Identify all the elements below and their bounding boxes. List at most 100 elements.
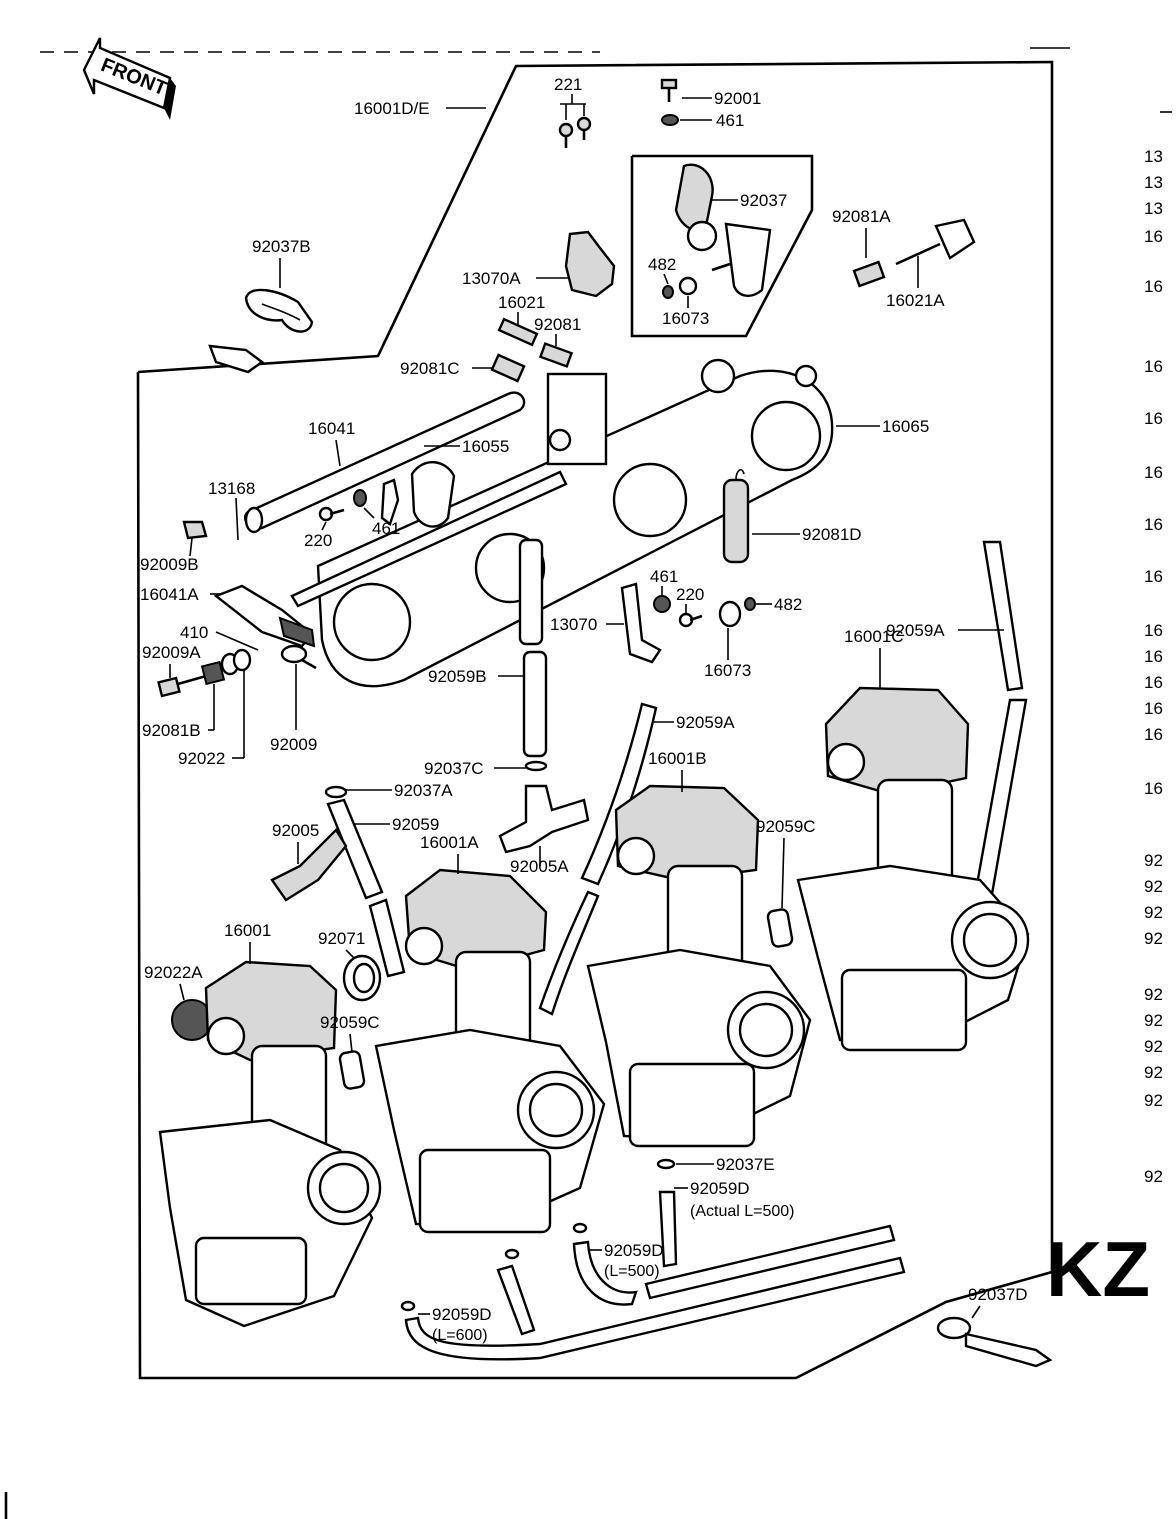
label-92037D: 92037D: [968, 1285, 1028, 1304]
label-92009: 92009: [270, 735, 317, 754]
spring-92081D-icon: [722, 468, 750, 564]
part-labels: 16001D/E 221 92001 461 92037 482 16073 9…: [140, 75, 1028, 1344]
mounting-plate-16065-icon: [316, 358, 834, 688]
fitting-92005-icon: [270, 785, 406, 978]
edge-number: 16: [1144, 673, 1163, 692]
edge-number: 92: [1144, 1167, 1163, 1186]
adjust-screw-92009A-icon: [157, 648, 252, 698]
hose-92059A-right-icon: [974, 540, 1028, 896]
edge-number: 16: [1144, 699, 1163, 718]
edge-number: 92: [1144, 851, 1163, 870]
edge-number: 16: [1144, 277, 1163, 296]
throttle-stop-screw-icon: [490, 317, 574, 383]
label-16073-top: 16073: [662, 309, 709, 328]
label-16001A: 16001A: [420, 833, 479, 852]
assembly-outline: [136, 60, 1054, 1380]
screw-92009-icon: [280, 644, 317, 670]
edge-number: 13: [1144, 199, 1163, 218]
model-name: KZ: [1046, 1225, 1150, 1313]
label-92081C: 92081C: [400, 359, 460, 378]
label-221: 221: [554, 75, 582, 94]
label-16041: 16041: [308, 419, 355, 438]
edge-number: 92: [1144, 985, 1163, 1004]
label-92059A-right: 92059A: [886, 621, 945, 640]
label-16041A: 16041A: [140, 585, 199, 604]
grommet-92071-icon: [342, 954, 382, 1002]
drain-hoses-92059D-icon: [400, 1158, 906, 1361]
front-arrow-icon: FRONT: [82, 37, 176, 120]
label-92059D-a-note: (Actual L=500): [690, 1203, 795, 1220]
label-220-mid: 220: [304, 531, 332, 550]
label-16021: 16021: [498, 293, 545, 312]
edge-number: 92: [1144, 877, 1163, 896]
label-16001C: 16001C: [844, 627, 904, 646]
label-461-top: 461: [716, 111, 744, 130]
edge-number: 16: [1144, 357, 1163, 376]
label-92037C: 92037C: [424, 759, 484, 778]
label-92071: 92071: [318, 929, 365, 948]
choke-lever-icon: [662, 163, 772, 299]
label-461-mid: 461: [372, 519, 400, 538]
edge-number-column: 13 13 13 16 16 16 16 16 16 16 16 16 16 1…: [1144, 147, 1163, 1186]
label-92059B: 92059B: [428, 667, 487, 686]
edge-number: 16: [1144, 567, 1163, 586]
edge-number: 92: [1144, 1091, 1163, 1110]
edge-number: 92: [1144, 1037, 1163, 1056]
edge-number: 16: [1144, 463, 1163, 482]
edge-number: 16: [1144, 621, 1163, 640]
label-92037E: 92037E: [716, 1155, 775, 1174]
label-220-low: 220: [676, 585, 704, 604]
label-92009A: 92009A: [142, 643, 201, 662]
edge-number: 92: [1144, 929, 1163, 948]
edge-number: 13: [1144, 173, 1163, 192]
label-92005: 92005: [272, 821, 319, 840]
label-13070: 13070: [550, 615, 597, 634]
edge-number: 16: [1144, 515, 1163, 534]
label-410: 410: [180, 623, 208, 642]
label-482-top: 482: [648, 255, 676, 274]
label-16001B: 16001B: [648, 749, 707, 768]
label-92037A: 92037A: [394, 781, 453, 800]
label-92059D-b-note: (L=500): [604, 1263, 660, 1280]
label-92081A: 92081A: [832, 207, 891, 226]
hose-92059A-mid-icon: [538, 702, 658, 1016]
label-92001: 92001: [714, 89, 761, 108]
label-92059D-c: 92059D: [432, 1305, 492, 1324]
bolt-92001-icon: [660, 78, 679, 126]
tube-92059B-icon: [518, 538, 548, 758]
label-92005A: 92005A: [510, 857, 569, 876]
label-92022A: 92022A: [144, 963, 203, 982]
tube-92059C-icon: [338, 908, 794, 1090]
label-16073-low: 16073: [704, 661, 751, 680]
label-461-low: 461: [650, 567, 678, 586]
label-13070A: 13070A: [462, 269, 521, 288]
label-92037B: 92037B: [252, 237, 311, 256]
edge-number: 16: [1144, 409, 1163, 428]
label-92059D-a: 92059D: [690, 1179, 750, 1198]
label-92059A-mid: 92059A: [676, 713, 735, 732]
idle-screw-16021A-icon: [852, 218, 976, 288]
lever-13168-icon: [182, 344, 265, 540]
label-92022: 92022: [178, 749, 225, 768]
label-92059: 92059: [392, 815, 439, 834]
scan-marks: [4, 47, 1172, 1519]
edge-number: 16: [1144, 227, 1163, 246]
label-92059D-b: 92059D: [604, 1241, 664, 1260]
inset-box: [630, 154, 814, 338]
label-92081B: 92081B: [142, 721, 201, 740]
label-92081D: 92081D: [802, 525, 862, 544]
label-92059C-left: 92059C: [320, 1013, 380, 1032]
edge-number: 16: [1144, 779, 1163, 798]
label-482-low: 482: [774, 595, 802, 614]
screw-220-icon: [318, 489, 367, 522]
label-16065: 16065: [882, 417, 929, 436]
edge-number: 13: [1144, 147, 1163, 166]
label-13168: 13168: [208, 479, 255, 498]
label-92059C-right: 92059C: [756, 817, 816, 836]
edge-number: 16: [1144, 647, 1163, 666]
label-16055: 16055: [462, 437, 509, 456]
label-16001DE: 16001D/E: [354, 99, 430, 118]
label-92059D-c-note: (L=600): [432, 1327, 488, 1344]
screw-221-icon: [558, 116, 592, 148]
